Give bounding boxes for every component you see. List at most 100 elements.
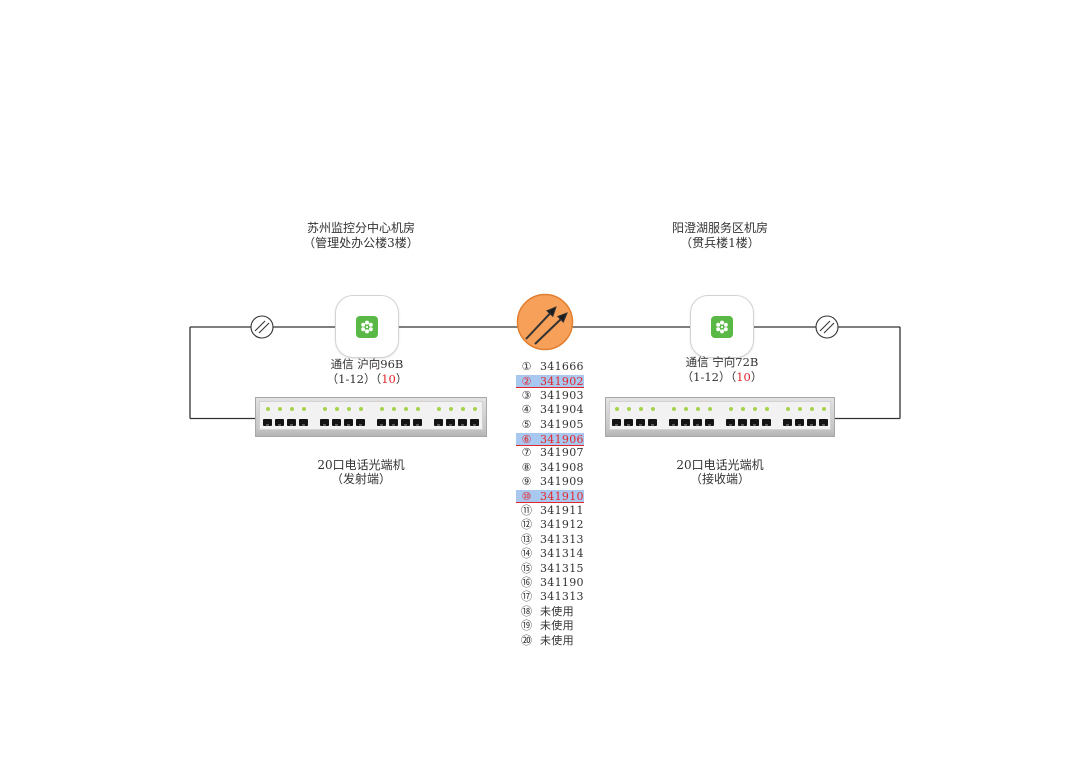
port-range: （1-12） [326,372,376,386]
flower-icon [716,320,728,333]
count-close: ） [750,370,763,384]
terminal-panel [259,401,483,430]
channel-number: ⑨ [521,475,532,489]
channel-value: 未使用 [540,619,574,633]
right-optical-terminal [605,397,835,437]
transmission-arrows-icon [516,293,574,351]
channel-value: 未使用 [540,604,574,618]
status-led [322,407,327,411]
rj-port [446,419,455,426]
channel-value: 341905 [540,417,584,431]
status-led [638,407,643,411]
channel-number: ⑥ [521,432,532,446]
status-led [785,407,790,411]
status-led [614,407,619,411]
status-led [650,407,655,411]
rj-port [705,419,714,426]
rj-port [669,419,678,426]
status-led [821,407,826,411]
right-site-subtitle: （贯兵楼1楼） [680,236,760,250]
rj-port [434,419,443,426]
rj-port [401,419,410,426]
status-led [391,407,396,411]
fiber-link-icon [815,315,839,339]
channel-number: ⑯ [521,576,532,590]
channel-number: ⑧ [521,460,532,474]
channel-value: 341313 [540,532,584,546]
channel-number: ⑳ [521,633,532,647]
status-led [809,407,814,411]
left-site-subtitle: （管理处办公楼3楼） [303,236,419,250]
rj-port [819,419,828,426]
rj-port [648,419,657,426]
left-device-ports: （1-12）（10） [307,372,427,386]
channel-number: ⑪ [521,504,532,518]
status-led [448,407,453,411]
channel-value: 341902 [540,375,584,388]
right-terminal-role: （接收端） [689,472,750,486]
rj-port [275,419,284,426]
rj-port [332,419,341,426]
channel-value: 341909 [540,475,584,489]
port-count: 10 [381,372,396,386]
channel-number: ⑰ [521,590,532,604]
rj-port [389,419,398,426]
left-device-label: 通信 沪向96B [330,357,404,371]
count-open: （ [730,370,737,384]
channel-value: 341907 [540,446,584,460]
status-led [728,407,733,411]
rj-port [795,419,804,426]
count-open: （ [375,372,382,386]
channel-number: ① [521,360,532,373]
channel-row: ⑨ 341909 [516,475,584,489]
node-icon [356,315,378,338]
status-led [460,407,465,411]
channel-value: 341190 [540,576,584,590]
left-site-title: 苏州监控分中心机房 [306,221,415,235]
right-site-title: 阳澄湖服务区机房 [671,221,768,235]
rj-port [807,419,816,426]
status-led [797,407,802,411]
port-range: （1-12） [681,370,731,384]
channel-number: ⑤ [521,417,532,431]
channel-row: ⑦ 341907 [516,446,584,460]
left-terminal-title: 20口电话光端机 [317,458,405,472]
status-led [436,407,441,411]
rj-port [470,419,479,426]
channel-number: ⑱ [521,604,532,618]
status-led [289,407,294,411]
status-led [764,407,769,411]
channel-value: 341666 [540,360,584,373]
rj-port [726,419,735,426]
status-led [626,407,631,411]
rj-port [356,419,365,426]
channel-number: ⑦ [521,446,532,460]
count-close: ） [395,372,408,386]
channel-row: ① 341666 [516,360,584,374]
right-device-label: 通信 宁向72B [685,355,759,369]
rj-port [320,419,329,426]
node-icon [711,315,733,338]
rj-port [377,419,386,426]
channel-value: 341910 [540,490,584,504]
rj-port [287,419,296,426]
rj-port [612,419,621,426]
left-terminal-role: （发射端） [330,472,391,486]
rj-port [624,419,633,426]
rj-port [762,419,771,426]
channel-value: 341908 [540,460,584,474]
status-led [301,407,306,411]
channel-row: ⑤ 341905 [516,418,584,432]
status-led [752,407,757,411]
channel-number: ⑮ [521,561,532,575]
status-led [415,407,420,411]
